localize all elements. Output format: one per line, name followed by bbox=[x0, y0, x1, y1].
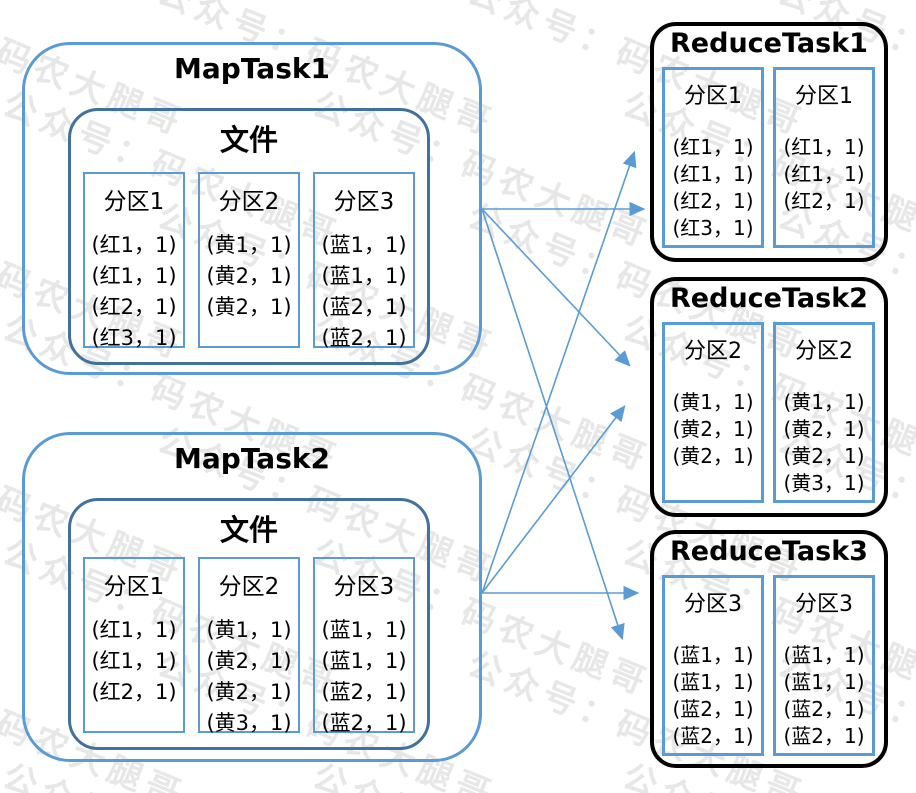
key-value-pair: (蓝2，1) bbox=[321, 295, 407, 319]
key-value-pair: (黄1，1) bbox=[783, 390, 865, 414]
key-value-pair: (蓝2，1) bbox=[672, 697, 754, 721]
key-value-pair: (蓝2，1) bbox=[672, 724, 754, 748]
key-value-pair: (红1，1) bbox=[672, 135, 754, 159]
reducetask-box-2: ReduceTask2 分区2 (黄1，1) (黄2，1) (黄2，1) 分区2 (黄1，1… bbox=[650, 277, 888, 517]
key-value-pair: (红1，1) bbox=[91, 618, 177, 642]
partition-items: (黄1，1) (黄2，1) (黄2，1) (黄3，1) bbox=[776, 389, 872, 497]
key-value-pair: (蓝2，1) bbox=[321, 326, 407, 350]
partition-items: (红1，1) (红1，1) (红2，1) bbox=[85, 615, 183, 708]
key-value-pair: (红3，1) bbox=[91, 326, 177, 350]
partition-label: 分区1 bbox=[684, 84, 742, 109]
key-value-pair: (蓝1，1) bbox=[783, 643, 865, 667]
partition-items: (蓝1，1) (蓝1，1) (蓝2，1) (蓝2，1) bbox=[776, 642, 872, 750]
file-box: 文件分区1(红1，1)(红1，1)(红2，1)分区2(黄1，1)(黄2，1)(黄… bbox=[68, 498, 430, 750]
partition-box: 分区3 (蓝1，1) (蓝1，1) (蓝2，1) (蓝2，1) bbox=[313, 557, 415, 735]
key-value-pair: (红2，1) bbox=[672, 189, 754, 213]
key-value-pair: (蓝1，1) bbox=[783, 670, 865, 694]
key-value-pair: (黄2，1) bbox=[206, 680, 292, 704]
partition-box: 分区2 (黄1，1) (黄2，1) (黄2，1) (黄3，1) bbox=[773, 322, 875, 503]
file-title: 文件 bbox=[219, 123, 278, 157]
partition-label: 分区2 bbox=[218, 189, 280, 215]
key-value-pair: (红1，1) bbox=[91, 233, 177, 257]
partition-box: 分区3 (蓝1，1) (蓝1，1) (蓝2，1) (蓝2，1) bbox=[313, 172, 415, 350]
partition-items: (黄1，1) (黄2，1) (黄2，1) (黄3，1) bbox=[200, 615, 298, 739]
maptask-box-2: MapTask2 文件分区1 (红1，1) (红1，1) (红2，1) 分区2 (黄1，1)… bbox=[22, 432, 482, 762]
key-value-pair: (黄2，1) bbox=[672, 417, 754, 441]
key-value-pair: (红3，1) bbox=[672, 216, 754, 240]
key-value-pair: (黄2，1) bbox=[672, 444, 754, 468]
partition-box: 分区2 (黄1，1) (黄2，1) (黄2，1) bbox=[198, 172, 300, 348]
key-value-pair: (红1，1) bbox=[672, 162, 754, 186]
maptask-title: MapTask2 bbox=[174, 442, 330, 475]
key-value-pair: (黄1，1) bbox=[206, 618, 292, 642]
partition-label: 分区2 bbox=[795, 339, 853, 364]
partition-label: 分区3 bbox=[333, 189, 395, 215]
partition-box: 分区2 (黄1，1) (黄2，1) (黄2，1) (黄3，1) bbox=[198, 557, 300, 735]
key-value-pair: (蓝1，1) bbox=[672, 670, 754, 694]
partition-box: 分区1 (红1，1) (红1，1) (红2，1) (红3，1) bbox=[662, 67, 764, 248]
reducetask-title: ReduceTask2 bbox=[670, 283, 868, 314]
maptask-title: MapTask1 bbox=[174, 52, 330, 85]
partition-items: (红1，1) (红1，1) (红2，1) (红3，1) bbox=[85, 230, 183, 354]
partition-label: 分区3 bbox=[684, 592, 742, 617]
partition-label: 分区3 bbox=[795, 592, 853, 617]
partition-items: (红1，1) (红1，1) (红2，1) (红3，1) bbox=[665, 134, 761, 242]
key-value-pair: (红1，1) bbox=[783, 162, 865, 186]
arrow-maptask1-to-reducetask2 bbox=[481, 208, 631, 367]
partition-label: 分区2 bbox=[684, 339, 742, 364]
key-value-pair: (黄2，1) bbox=[206, 295, 292, 319]
partition-box: 分区1 (红1，1) (红1，1) (红2，1) bbox=[83, 557, 185, 733]
partition-label: 分区3 bbox=[333, 574, 395, 600]
key-value-pair: (蓝1，1) bbox=[321, 264, 407, 288]
key-value-pair: (黄3，1) bbox=[783, 471, 865, 495]
key-value-pair: (蓝2，1) bbox=[783, 697, 865, 721]
key-value-pair: (蓝1，1) bbox=[321, 649, 407, 673]
arrow-maptask2-to-reducetask2 bbox=[481, 405, 626, 594]
key-value-pair: (红2，1) bbox=[91, 680, 177, 704]
key-value-pair: (黄2，1) bbox=[783, 444, 865, 468]
key-value-pair: (蓝2，1) bbox=[783, 724, 865, 748]
partition-box: 分区2 (黄1，1) (黄2，1) (黄2，1) bbox=[662, 322, 764, 503]
partition-box: 分区3 (蓝1，1) (蓝1，1) (蓝2，1) (蓝2，1) bbox=[773, 575, 875, 756]
reducetask-title: ReduceTask3 bbox=[670, 536, 868, 567]
key-value-pair: (蓝1，1) bbox=[321, 618, 407, 642]
partition-items: (红1，1) (红1，1) (红2，1) bbox=[776, 134, 872, 215]
partition-box: 分区1 (红1，1) (红1，1) (红2，1) bbox=[773, 67, 875, 248]
key-value-pair: (黄2，1) bbox=[206, 649, 292, 673]
partition-items: (黄1，1) (黄2，1) (黄2，1) bbox=[665, 389, 761, 470]
arrow-maptask1-to-reducetask3 bbox=[481, 208, 625, 641]
partition-label: 分区2 bbox=[218, 574, 280, 600]
partition-label: 分区1 bbox=[103, 574, 165, 600]
arrow-maptask2-to-reducetask1 bbox=[481, 150, 637, 594]
key-value-pair: (红1，1) bbox=[91, 649, 177, 673]
partition-items: (蓝1，1) (蓝1，1) (蓝2，1) (蓝2，1) bbox=[665, 642, 761, 750]
key-value-pair: (红1，1) bbox=[91, 264, 177, 288]
maptask-box-1: MapTask1 文件分区1 (红1，1) (红1，1) (红2，1) (红3，1) 分区2… bbox=[22, 42, 482, 375]
key-value-pair: (黄2，1) bbox=[206, 264, 292, 288]
partition-label: 分区1 bbox=[795, 84, 853, 109]
key-value-pair: (蓝1，1) bbox=[672, 643, 754, 667]
key-value-pair: (黄3，1) bbox=[206, 711, 292, 735]
key-value-pair: (蓝2，1) bbox=[321, 680, 407, 704]
partition-label: 分区1 bbox=[103, 189, 165, 215]
partition-items: (蓝1，1) (蓝1，1) (蓝2，1) (蓝2，1) bbox=[315, 615, 413, 739]
key-value-pair: (蓝1，1) bbox=[321, 233, 407, 257]
partition-items: (黄1，1) (黄2，1) (黄2，1) bbox=[200, 230, 298, 323]
key-value-pair: (黄1，1) bbox=[206, 233, 292, 257]
reducetask-title: ReduceTask1 bbox=[670, 28, 868, 59]
key-value-pair: (蓝2，1) bbox=[321, 711, 407, 735]
partition-items: (蓝1，1) (蓝1，1) (蓝2，1) (蓝2，1) bbox=[315, 230, 413, 354]
key-value-pair: (黄2，1) bbox=[783, 417, 865, 441]
key-value-pair: (红1，1) bbox=[783, 135, 865, 159]
file-title: 文件 bbox=[219, 513, 278, 547]
key-value-pair: (红2，1) bbox=[783, 189, 865, 213]
file-box: 文件分区1(红1，1)(红1，1)(红2，1)(红3，1)分区2(黄1，1)(黄… bbox=[68, 108, 430, 365]
partition-box: 分区3 (蓝1，1) (蓝1，1) (蓝2，1) (蓝2，1) bbox=[662, 575, 764, 756]
partition-box: 分区1 (红1，1) (红1，1) (红2，1) (红3，1) bbox=[83, 172, 185, 350]
key-value-pair: (红2，1) bbox=[91, 295, 177, 319]
key-value-pair: (黄1，1) bbox=[672, 390, 754, 414]
